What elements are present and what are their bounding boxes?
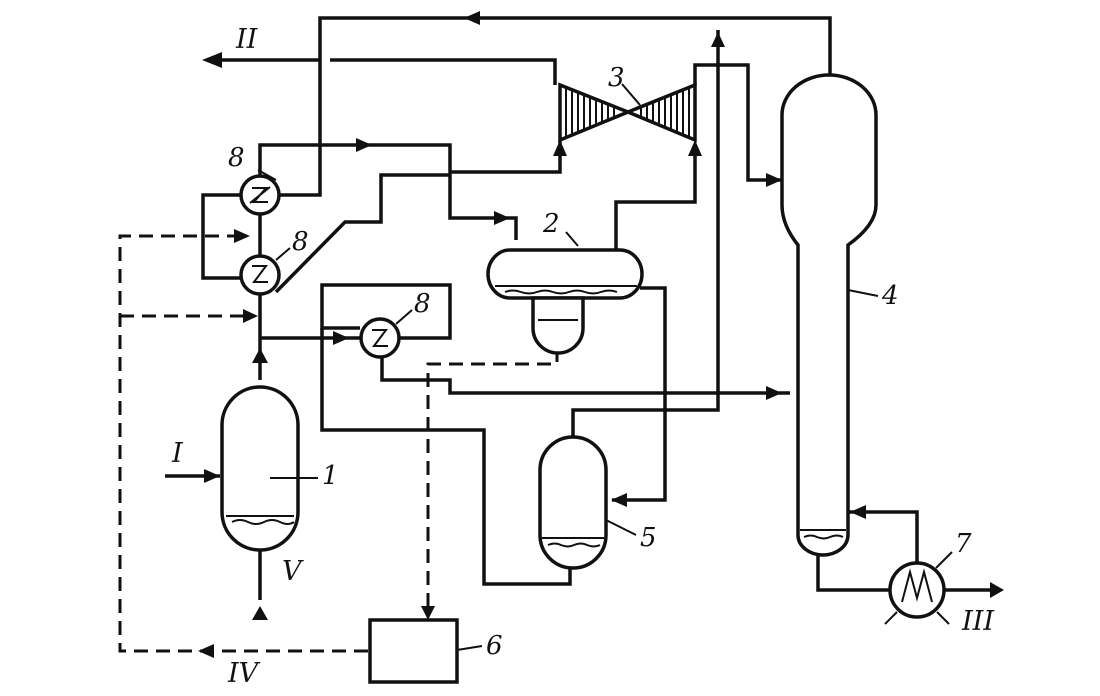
stream-v-label: V [282,556,304,587]
stream-ii-label: II [235,24,259,55]
label-8-lower: 8 [292,227,309,257]
stream-i-label: I [171,438,184,469]
dashed-stream-iv [118,229,559,658]
label-5: 5 [640,523,657,553]
unit-6 [368,618,483,684]
stream-iii-label: III [961,606,995,637]
process-piping [165,16,990,600]
label-8-upper: 8 [228,143,245,173]
label-7: 7 [955,529,972,559]
label-6: 6 [486,631,503,661]
column-4 [780,73,879,557]
heat-exchanger-8-lower [239,247,291,296]
label-8-middle: 8 [414,289,431,319]
reactor-1 [220,385,318,552]
separator-2 [486,231,644,355]
heat-exchanger-8-upper [239,169,281,216]
flow-arrows [202,11,1004,620]
drum-5 [538,435,637,570]
label-4: 4 [881,281,899,311]
label-1: 1 [322,461,339,491]
label-3: 3 [608,63,625,93]
label-2: 2 [542,209,560,239]
reboiler-7 [884,551,953,625]
stream-labels: I II III IV V [171,24,995,689]
heat-exchanger-8-middle [359,309,413,359]
equipment-labels: 1 2 3 4 5 6 7 8 8 8 [228,63,972,661]
turbo-expander-3 [558,82,697,143]
stream-iv-label: IV [227,658,261,689]
